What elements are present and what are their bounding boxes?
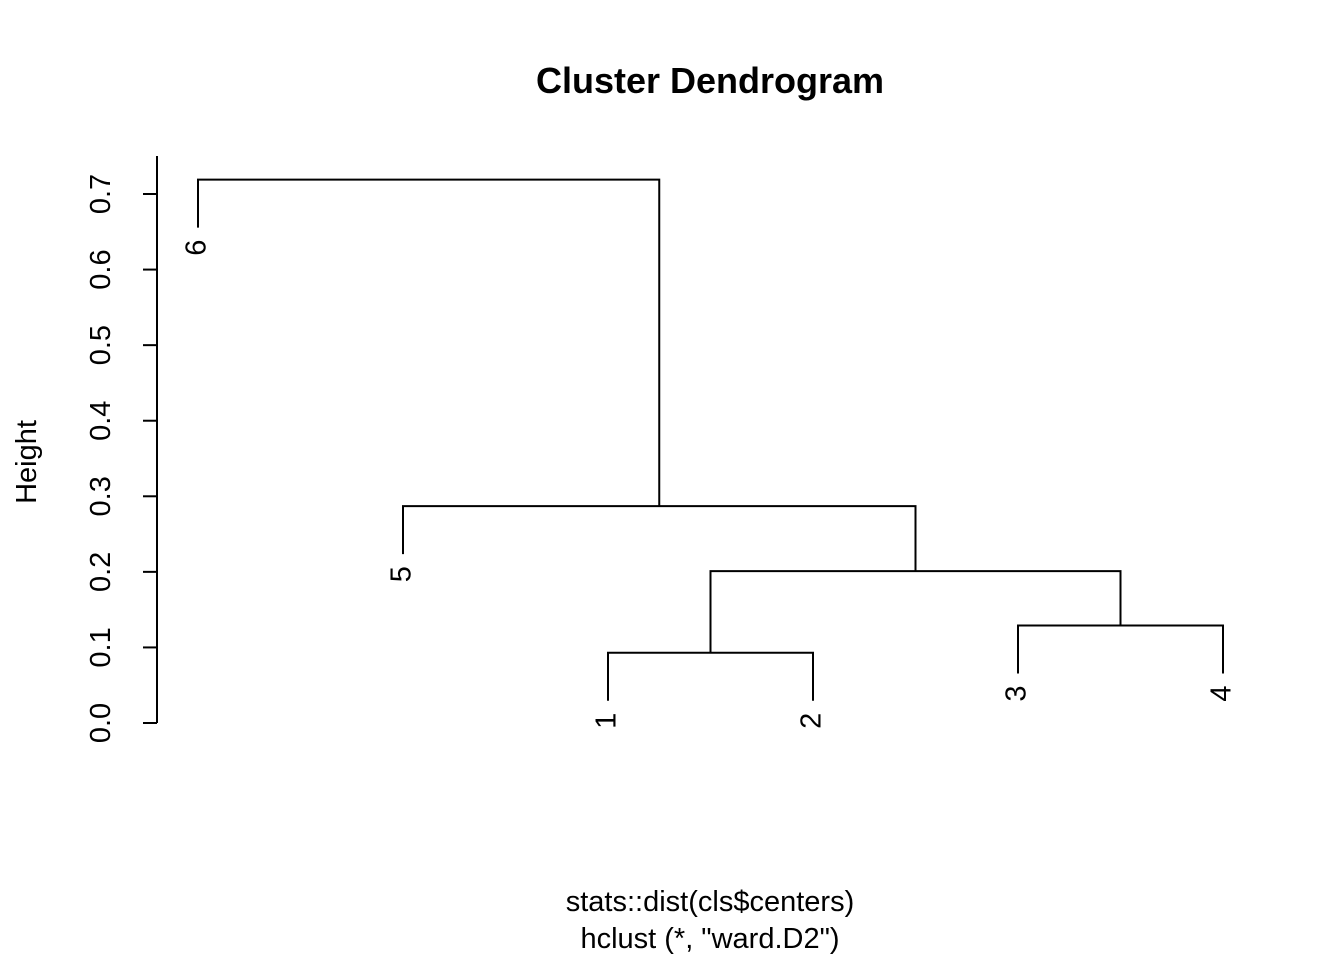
leaf-label-5: 5 xyxy=(386,566,418,582)
merge-branch-5 xyxy=(197,178,661,507)
dendrogram-tree xyxy=(197,178,1224,701)
y-tick-label: 0.7 xyxy=(85,174,117,214)
leaf-label-3: 3 xyxy=(1001,686,1033,702)
leaf-label-6: 6 xyxy=(181,240,213,256)
x-axis-label: stats::dist(cls$centers) xyxy=(566,886,854,918)
y-tick-label: 0.2 xyxy=(85,552,117,592)
y-tick-label: 0.6 xyxy=(85,249,117,289)
merge-branch-4 xyxy=(402,505,917,572)
y-tick-label: 0.5 xyxy=(85,325,117,365)
y-axis-label: Height xyxy=(11,420,43,504)
y-tick-label: 0.0 xyxy=(85,703,117,743)
leaf-label-1: 1 xyxy=(591,713,623,729)
merge-branch-1 xyxy=(607,651,814,701)
y-tick-label: 0.3 xyxy=(85,476,117,516)
y-axis: 0.0 0.1 0.2 0.3 0.4 0.5 0.6 0.7 xyxy=(85,156,158,743)
y-tick-label: 0.4 xyxy=(85,401,117,441)
y-tick-label: 0.1 xyxy=(85,627,117,667)
leaf-label-2: 2 xyxy=(796,713,828,729)
merge-branch-3 xyxy=(709,570,1122,653)
method-sublabel: hclust (*, "ward.D2") xyxy=(580,923,839,955)
chart-title: Cluster Dendrogram xyxy=(536,60,884,101)
merge-branch-2 xyxy=(1017,624,1224,674)
leaf-label-4: 4 xyxy=(1206,686,1238,702)
leaf-labels: 6 5 1 2 3 4 xyxy=(181,240,1238,729)
